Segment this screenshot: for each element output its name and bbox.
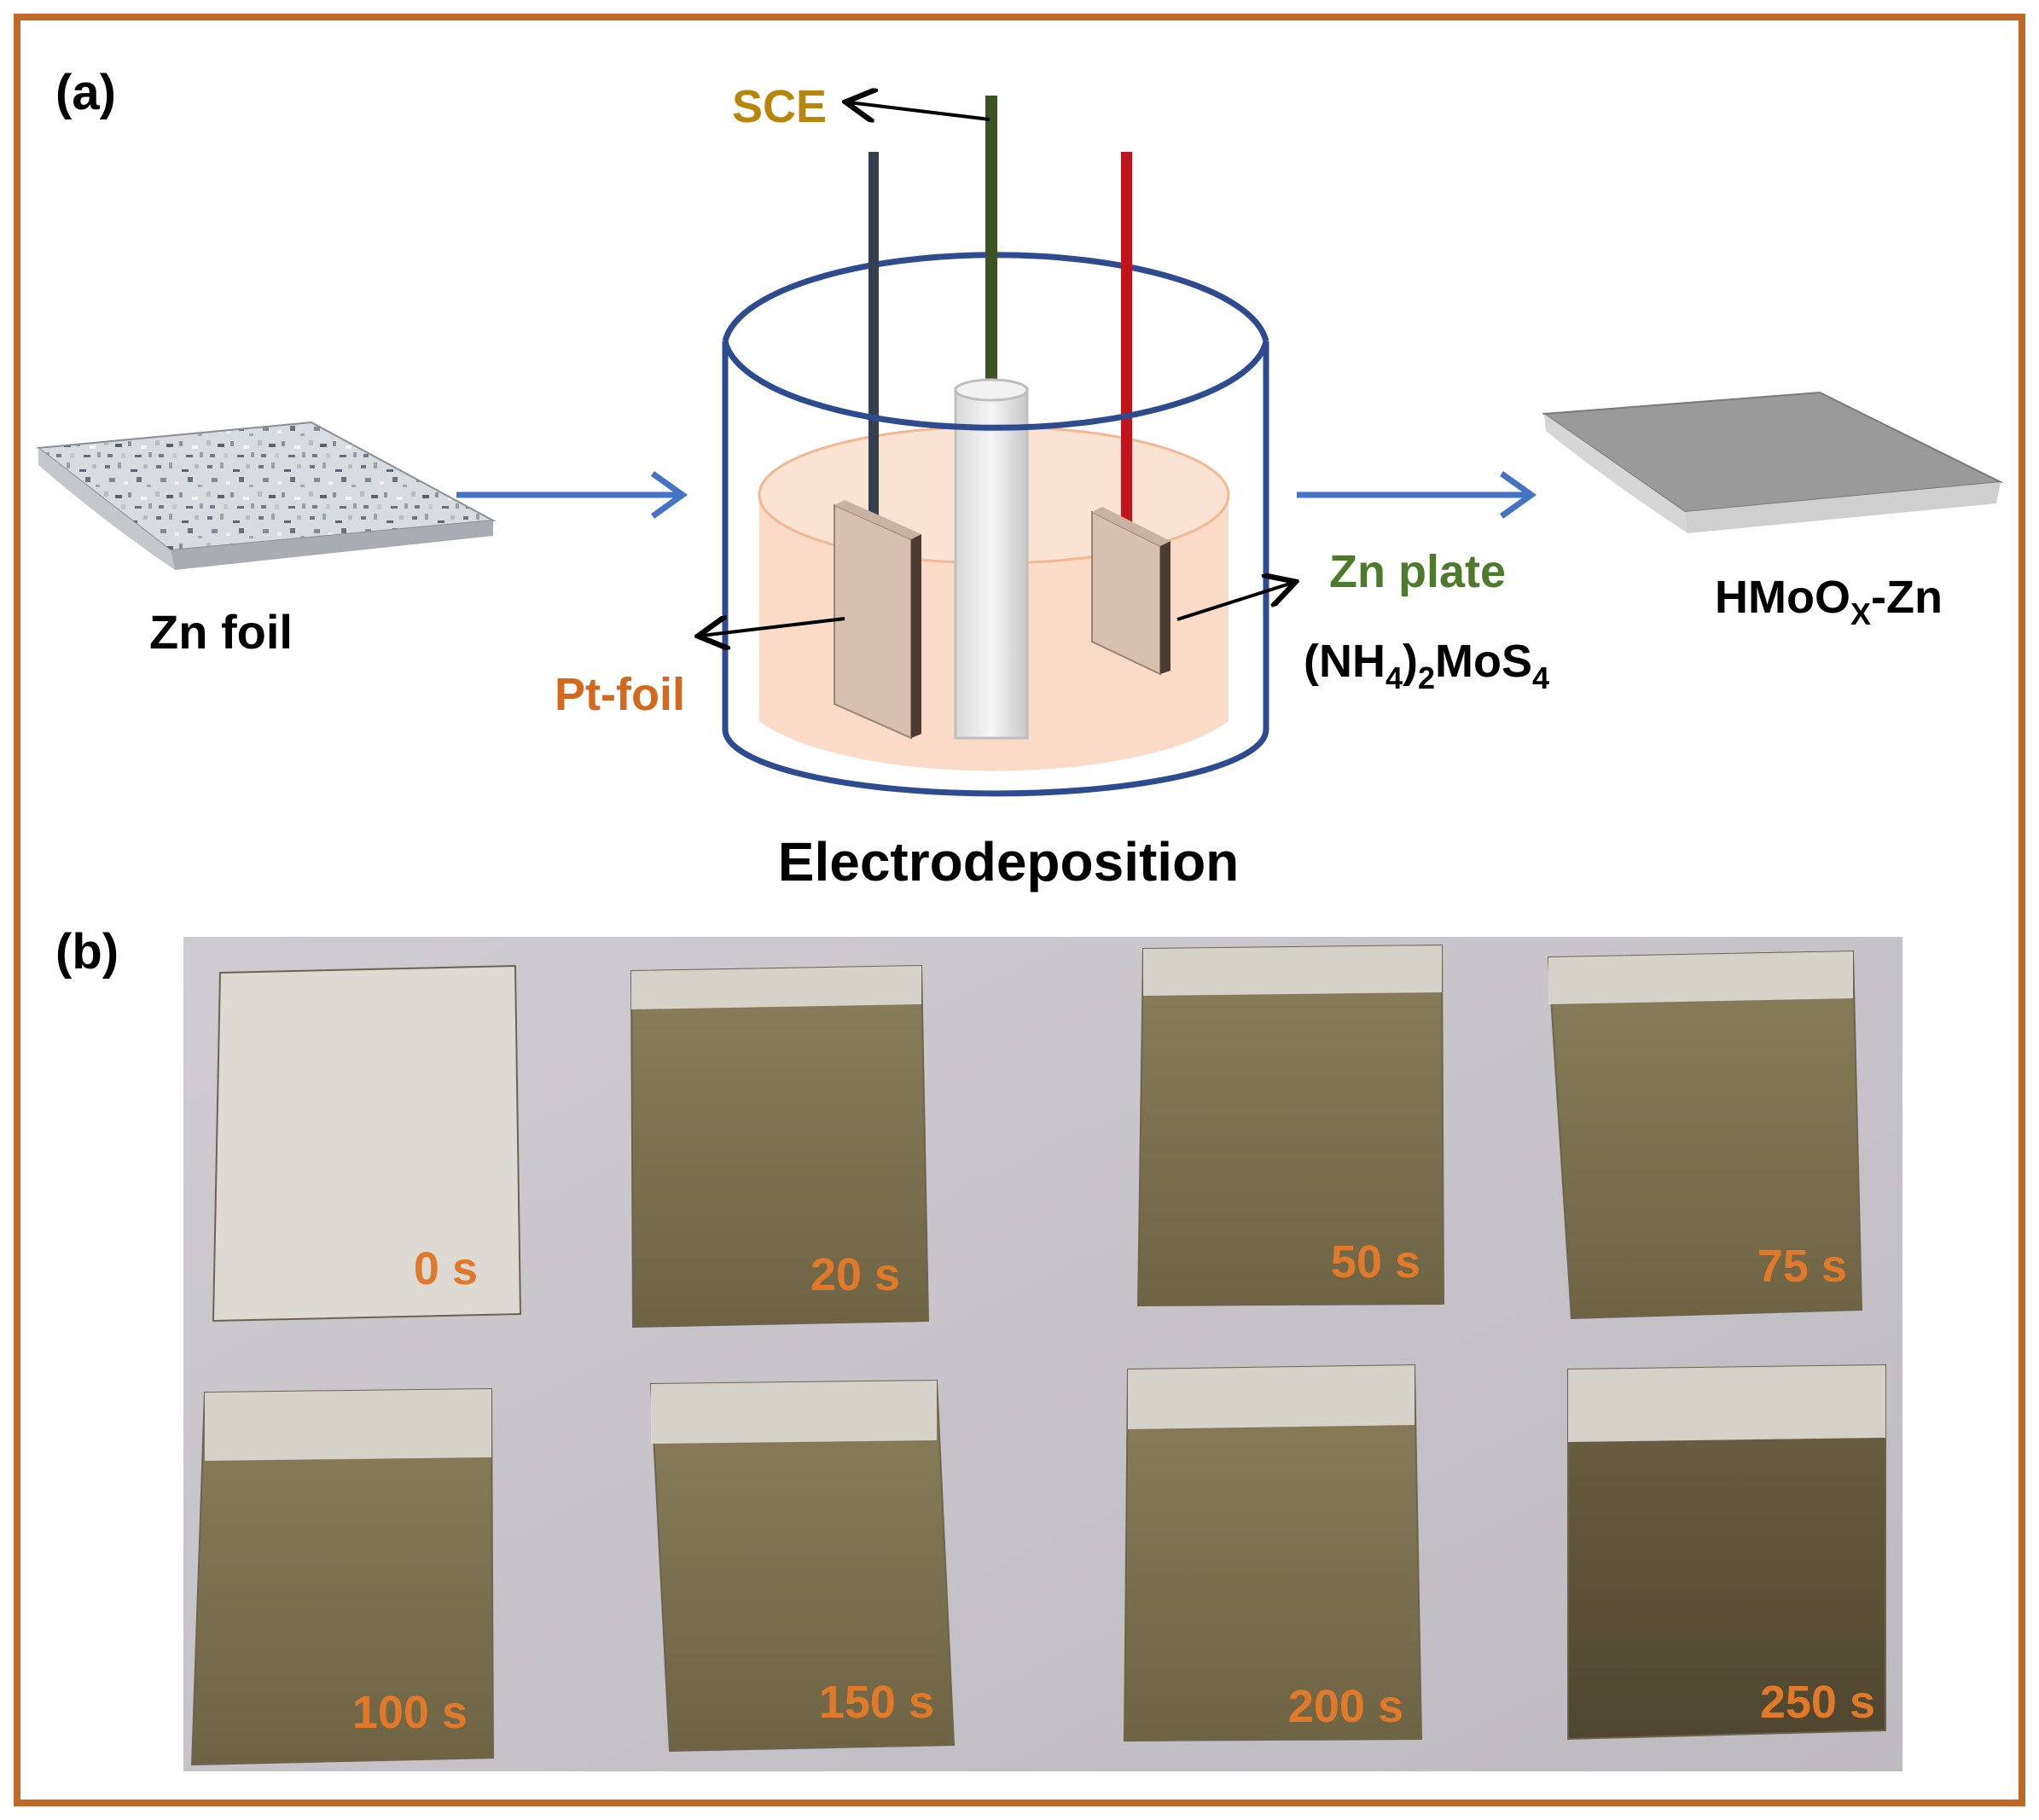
sample-uncoated-band (1568, 1365, 1885, 1442)
sample-time-label: 250 s (1760, 1677, 1875, 1728)
pt-electrode-wire (868, 152, 879, 532)
pt-foil-electrode (834, 500, 921, 740)
zn-foil (36, 421, 497, 570)
sample-foil: 75 s (1547, 950, 1863, 1320)
sample-foil: 20 s (630, 964, 930, 1329)
sample-uncoated-band (631, 966, 921, 1009)
pt-foil-label: Pt-foil (555, 669, 685, 720)
zn-electrode-wire (1121, 152, 1132, 540)
sample-uncoated-band (1128, 1365, 1415, 1429)
zn-plate-pointer-arrow (1176, 583, 1293, 621)
sce-pointer-arrow (849, 102, 990, 119)
sample-time-label: 200 s (1288, 1681, 1403, 1732)
sce-label: SCE (732, 81, 827, 132)
zn-plate-electrode (1091, 507, 1171, 676)
arrow-to-electrodeposition (456, 471, 688, 519)
sample-time-label: 75 s (1757, 1241, 1847, 1292)
sample-uncoated-band (651, 1381, 937, 1444)
sample-time-label: 50 s (1331, 1236, 1420, 1288)
zn-foil-label: Zn foil (149, 605, 293, 659)
sample-foil: 200 s (1123, 1364, 1423, 1742)
sample-foil-body (1123, 1364, 1423, 1742)
electrochemical-cell (722, 96, 1269, 797)
sample-time-label: 150 s (819, 1677, 934, 1728)
panel-b-label: (b) (55, 924, 119, 980)
electrolyte-label: (NH4)2MoS4 (1304, 636, 1549, 695)
sample-uncoated-band (1548, 951, 1853, 1004)
sample-foil-body (212, 964, 522, 1323)
sample-foil-body (1567, 1364, 1886, 1741)
sample-time-label: 20 s (810, 1249, 900, 1300)
pt-foil-pointer-arrow (701, 619, 845, 636)
sample-time-label: 0 s (414, 1243, 478, 1294)
electrodeposition-label: Electrodeposition (778, 831, 1240, 893)
arrow-to-product (1297, 471, 1537, 519)
sample-foil: 250 s (1567, 1364, 1886, 1741)
sample-uncoated-band (1143, 945, 1442, 996)
sample-uncoated-band (205, 1389, 491, 1461)
sample-foil: 100 s (190, 1387, 495, 1766)
sample-foil: 150 s (649, 1379, 956, 1753)
sample-time-label: 100 s (352, 1687, 468, 1738)
figure-frame (14, 14, 2025, 1806)
sce-tube (954, 387, 1029, 740)
sample-foil: 50 s (1136, 944, 1445, 1307)
sample-foil: 0 s (212, 964, 522, 1323)
zn-plate-label: Zn plate (1329, 546, 1506, 597)
hmoox-zn-plate (1542, 391, 2004, 533)
panel-a-label: (a) (55, 65, 116, 120)
sample-photo-grid: 0 s 20 s 50 s 75 s 100 s 150 s 200 s 250 s (190, 944, 1886, 1766)
hmoox-zn-label: HMoOX-Zn (1715, 572, 1943, 631)
sce-electrode-wire (985, 96, 997, 390)
